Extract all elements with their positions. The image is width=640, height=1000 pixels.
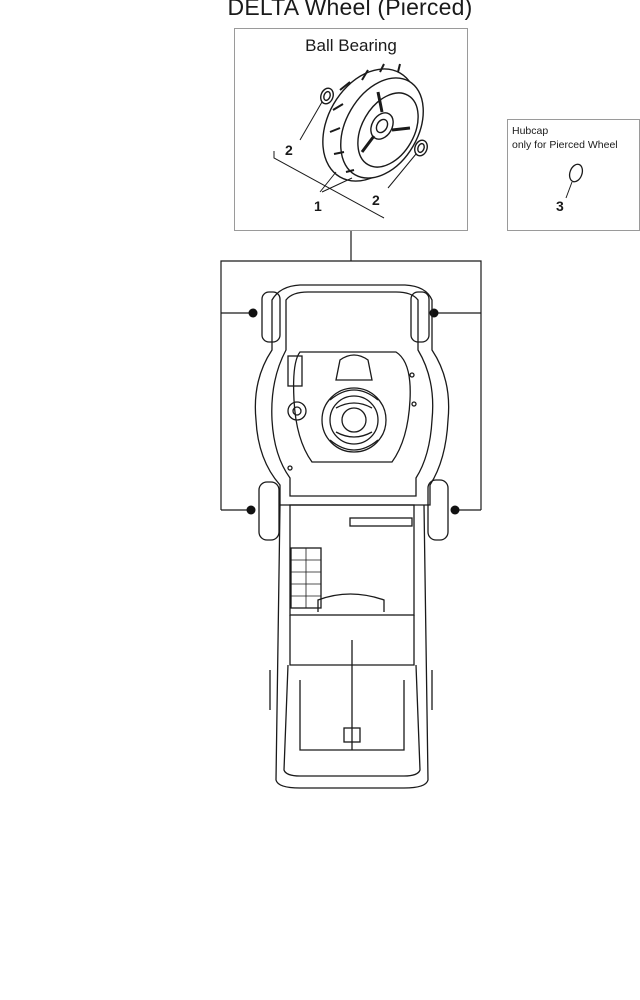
ball-bearing-panel: Ball Bearing	[234, 28, 468, 231]
diagram-title: DELTA Wheel (Pierced)	[227, 0, 473, 20]
hubcap-panel: Hubcap only for Pierced Wheel	[507, 119, 640, 231]
callout-2-left: 2	[285, 142, 293, 158]
hubcap-label-line2: only for Pierced Wheel	[512, 139, 618, 151]
callout-2-right: 2	[372, 192, 380, 208]
callout-1: 1	[314, 198, 322, 214]
lawn-mower-icon	[254, 284, 450, 789]
hubcap-label-line1: Hubcap	[512, 125, 549, 137]
ball-bearing-label: Ball Bearing	[305, 36, 397, 55]
callout-3: 3	[556, 198, 564, 214]
hubcap-label: Hubcap only for Pierced Wheel	[512, 124, 618, 152]
